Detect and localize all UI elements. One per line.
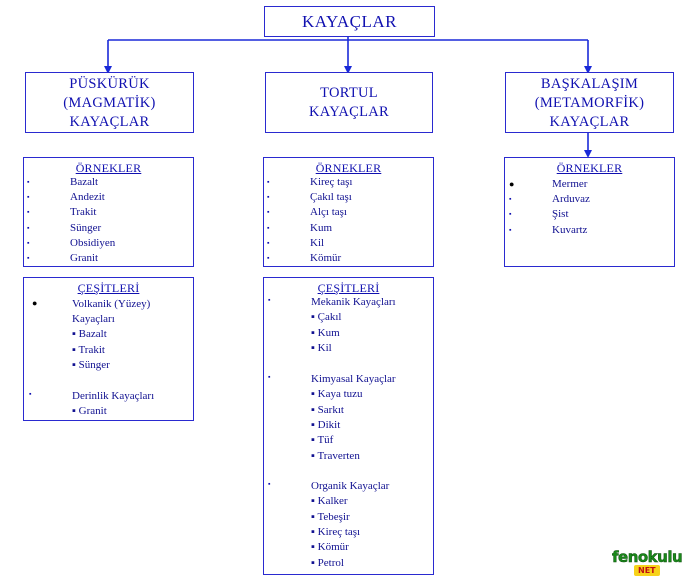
list-item: ▪ Petrol — [311, 556, 344, 569]
group-mekanik: ▪ Mekanik Kayaçları ▪ Çakıl ▪ Kum ▪ Kil — [268, 295, 396, 356]
list-item: ▪ Tebeşir — [311, 510, 350, 523]
list-item: ▪ Granit — [72, 405, 107, 418]
list-item: ▪ Sarkıt — [311, 403, 344, 416]
logo-text: fenokulu — [612, 548, 683, 567]
list-item: ●Mermer — [509, 178, 588, 190]
list-item: ▪Kuvartz — [509, 223, 588, 236]
category-box-baskalasim: BAŞKALAŞIM (METAMORFİK) KAYAÇLAR — [505, 72, 674, 133]
ornekler-box-puskuruk: ÖRNEKLER ▪Bazalt ▪Andezit ▪Trakit ▪Sünge… — [23, 157, 194, 267]
group-head: Mekanik Kayaçları — [311, 296, 396, 308]
list-item: ▪Çakıl taşı — [267, 191, 352, 204]
category-box-puskuruk: PÜSKÜRÜK (MAGMATİK) KAYAÇLAR — [25, 72, 194, 133]
group-items: ▪ Bazalt ▪ Trakit ▪ Sünger — [72, 327, 150, 373]
group-head: Organik Kayaçlar — [311, 480, 390, 492]
group-items: ▪ Kaya tuzu ▪ Sarkıt ▪ Dikit ▪ Tüf ▪ Tra… — [311, 387, 396, 464]
group-items: ▪ Çakıl ▪ Kum ▪ Kil — [311, 310, 396, 356]
fenokulu-logo: fenokulu NET — [612, 548, 683, 578]
ornekler-title-baskalasim: ÖRNEKLER — [556, 161, 623, 175]
group-head: Derinlik Kayaçları — [72, 390, 155, 402]
list-item: ▪Arduvaz — [509, 193, 590, 206]
category-box-tortul: TORTUL KAYAÇLAR — [265, 72, 433, 133]
cesitleri-title-puskuruk: ÇEŞİTLERİ — [77, 281, 140, 295]
list-item: ▪ Kömür — [311, 541, 349, 554]
ornekler-box-baskalasim: ÖRNEKLER ●Mermer ▪Arduvaz ▪Şist ▪Kuvartz — [504, 157, 675, 267]
list-item: ▪ Kalker — [311, 495, 348, 508]
list-item: ▪ Tüf — [311, 434, 334, 447]
cesitleri-title-tortul: ÇEŞİTLERİ — [317, 281, 380, 295]
group-organik: ▪ Organik Kayaçlar ▪ Kalker ▪ Tebeşir ▪ … — [268, 479, 390, 571]
list-item: ▪Andezit — [27, 191, 105, 204]
group-items: ▪ Granit — [72, 404, 154, 419]
list-item: ▪Kireç taşı — [267, 176, 353, 188]
group-kimyasal: ▪ Kimyasal Kayaçlar ▪ Kaya tuzu ▪ Sarkıt… — [268, 372, 396, 464]
ornekler-title-tortul: ÖRNEKLER — [315, 161, 382, 175]
list-item: ▪Obsidiyen — [27, 236, 116, 249]
list-item: ▪ Bazalt — [72, 328, 107, 341]
ornekler-box-tortul: ÖRNEKLER ▪Kireç taşı ▪Çakıl taşı ▪Alçı t… — [263, 157, 434, 267]
group-volkanik: ● Volkanik (Yüzey) Kayaçları ▪ Bazalt ▪ … — [32, 297, 151, 374]
list-item: ▪ Kaya tuzu — [311, 388, 363, 401]
cesitleri-box-puskuruk: ÇEŞİTLERİ ● Volkanik (Yüzey) Kayaçları ▪… — [23, 277, 194, 421]
list-item: ▪ Kil — [311, 342, 332, 355]
group-derinlik: ▪ Derinlik Kayaçları ▪ Granit — [29, 389, 155, 420]
list-item: ▪ Kireç taşı — [311, 526, 361, 539]
list-item: ▪ Trakit — [72, 343, 105, 356]
list-item: ▪ Çakıl — [311, 311, 342, 324]
group-head: Volkanik (Yüzey) — [72, 298, 151, 310]
list-item: ▪ Sünger — [72, 359, 110, 372]
list-item: ▪ Dikit — [311, 419, 341, 432]
group-head: Kimyasal Kayaçlar — [311, 373, 396, 385]
list-item: ▪Alçı taşı — [267, 206, 347, 219]
list-item: ▪Kum — [267, 221, 332, 234]
category-title-puskuruk: PÜSKÜRÜK (MAGMATİK) KAYAÇLAR — [63, 75, 156, 130]
ornekler-list-tortul: ▪Kireç taşı ▪Çakıl taşı ▪Alçı taşı ▪Kum … — [267, 175, 353, 266]
list-item: ▪Sünger — [27, 221, 102, 234]
list-item: ▪Trakit — [27, 206, 97, 219]
logo-badge: NET — [634, 565, 660, 576]
list-item: ▪Kil — [267, 236, 325, 249]
list-item: ▪ Traverten — [311, 449, 360, 462]
group-head-cont: Kayaçları — [72, 313, 115, 326]
list-item: ▪Granit — [27, 252, 99, 265]
list-item: ▪Şist — [509, 208, 569, 221]
ornekler-title-puskuruk: ÖRNEKLER — [75, 161, 142, 175]
group-items: ▪ Kalker ▪ Tebeşir ▪ Kireç taşı ▪ Kömür … — [311, 494, 389, 571]
ornekler-list-puskuruk: ▪Bazalt ▪Andezit ▪Trakit ▪Sünger ▪Obsidi… — [27, 175, 116, 266]
cesitleri-box-tortul: ÇEŞİTLERİ ▪ Mekanik Kayaçları ▪ Çakıl ▪ … — [263, 277, 434, 575]
main-title: KAYAÇLAR — [301, 11, 397, 31]
category-title-baskalasim: BAŞKALAŞIM (METAMORFİK) KAYAÇLAR — [534, 75, 645, 130]
list-item: ▪ Kum — [311, 326, 340, 339]
ornekler-list-baskalasim: ●Mermer ▪Arduvaz ▪Şist ▪Kuvartz — [509, 177, 590, 238]
list-item: ▪Kömür — [267, 252, 342, 265]
list-item: ▪Bazalt — [27, 176, 99, 188]
main-title-box: KAYAÇLAR — [264, 6, 435, 37]
category-title-tortul: TORTUL KAYAÇLAR — [308, 85, 390, 120]
